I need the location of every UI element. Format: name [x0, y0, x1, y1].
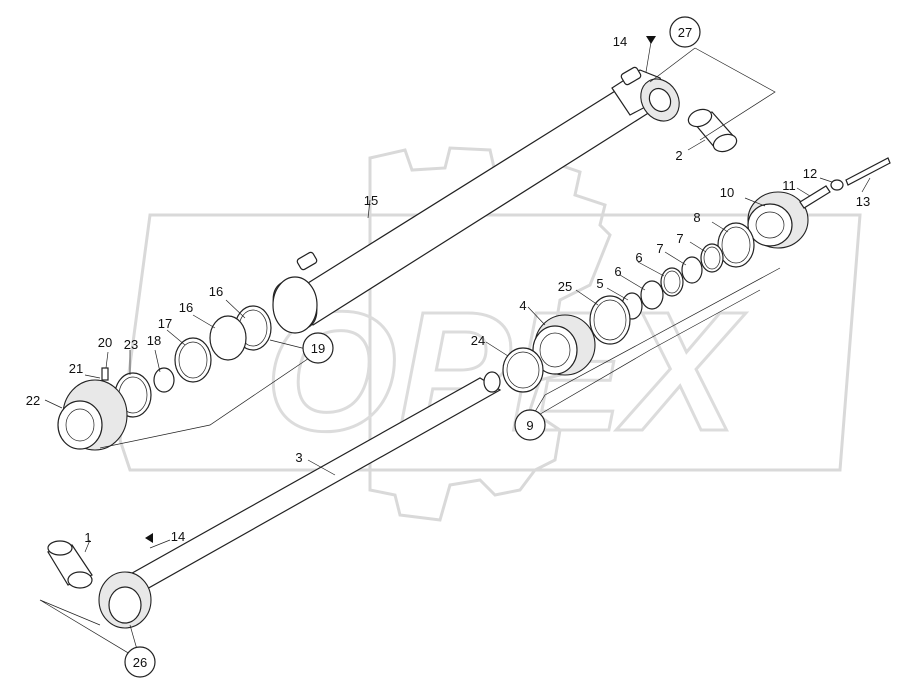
pin-1: [47, 540, 93, 589]
piston-22: [57, 379, 128, 451]
label-16-right: 16: [209, 284, 223, 299]
screw-20: [101, 367, 109, 381]
label-22: 22: [26, 393, 40, 408]
label-16-left: 16: [179, 300, 193, 315]
label-11: 11: [782, 178, 796, 193]
label-2: 2: [675, 148, 682, 163]
piston-rod: [98, 371, 502, 629]
circled-callouts: 27 19 9 26: [124, 16, 701, 678]
label-25: 25: [558, 279, 572, 294]
label-21: 21: [69, 361, 83, 376]
label-6-right: 6: [635, 250, 642, 265]
nut-4: [532, 314, 596, 376]
seal-rings-16-19: [114, 276, 318, 418]
label-20: 20: [98, 335, 112, 350]
label-3: 3: [295, 450, 302, 465]
label-8: 8: [693, 210, 700, 225]
leader-lines: [39, 41, 871, 661]
label-18: 18: [147, 333, 161, 348]
label-7-right: 7: [676, 231, 683, 246]
label-15: 15: [364, 193, 378, 208]
triangle-marker-top: [646, 36, 656, 44]
label-10: 10: [720, 185, 734, 200]
triangle-marker-bottom: [145, 533, 153, 543]
label-6-left: 6: [614, 264, 621, 279]
ring-24: [502, 347, 544, 393]
label-19: 19: [311, 341, 325, 356]
label-13: 13: [856, 194, 870, 209]
valve-parts-11-13: [799, 157, 891, 209]
label-26: 26: [133, 655, 147, 670]
part-labels: 14 15 2 10 11 12 13 8 7 7 6 6 5 25 4 24 …: [26, 34, 870, 545]
callout-circle-26: [124, 646, 156, 678]
label-7-left: 7: [656, 241, 663, 256]
label-23: 23: [124, 337, 138, 352]
callout-circle-27: [669, 16, 701, 48]
label-14-top: 14: [613, 34, 627, 49]
label-14-bottom: 14: [171, 529, 185, 544]
label-5: 5: [596, 276, 603, 291]
label-24: 24: [471, 333, 485, 348]
pin-2: [687, 108, 738, 153]
label-12: 12: [803, 166, 817, 181]
callout-circle-9: [514, 409, 546, 441]
label-9: 9: [526, 418, 533, 433]
label-27: 27: [678, 25, 692, 40]
label-1: 1: [84, 530, 91, 545]
callout-circle-19: [302, 332, 334, 364]
triangle-markers: [145, 36, 656, 543]
label-4: 4: [519, 298, 526, 313]
gland-10: [747, 191, 809, 249]
label-17: 17: [158, 316, 172, 331]
